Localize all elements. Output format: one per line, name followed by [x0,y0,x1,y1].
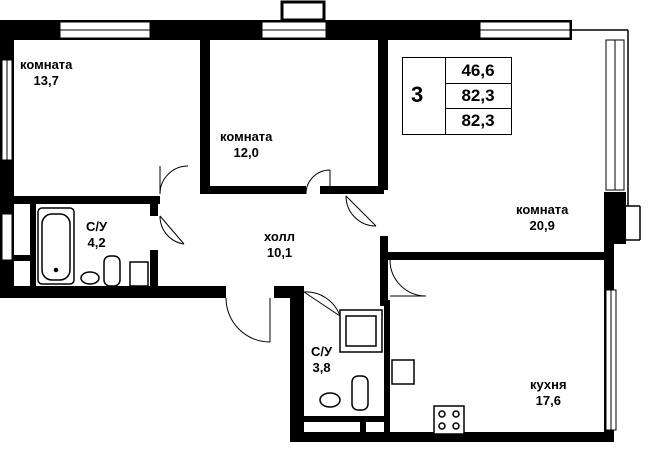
total-area: 82,3 [445,83,511,109]
summary-divider [445,58,446,134]
room-3-label: комната 20,9 [516,202,568,234]
kitchen-name: кухня [530,377,567,392]
bath1-fixtures [37,207,149,287]
area-summary-box: 3 46,6 82,3 82,3 [402,57,512,135]
bath-2-area: 3,8 [312,360,331,375]
room-3-area: 20,9 [529,218,555,233]
room-1-label: комната 13,7 [20,57,72,89]
kitchen-stove [433,405,465,435]
room-2-area: 12,0 [233,145,259,160]
kitchen-label: кухня 17,6 [530,377,567,409]
walls [0,20,626,442]
bath2-fixtures [319,309,415,411]
living-area: 46,6 [445,58,511,84]
windows [1,21,625,431]
room-1-name: комната [20,57,73,72]
hall-label: холл 10,1 [264,229,295,261]
doors [159,165,427,343]
total-area-with-balcony: 82,3 [461,111,495,130]
kitchen-area: 17,6 [535,393,561,408]
room-1-area: 13,7 [33,73,59,88]
hall-area: 10,1 [266,245,293,260]
bath-1-label: С/У 4,2 [86,219,107,251]
room-2-name: комната [220,129,273,144]
loggia-frame [572,29,641,241]
rooms-count: 3 [411,82,424,107]
bath-2-label: С/У 3,8 [311,344,332,376]
room-3-name: комната [516,202,569,217]
bath-1-name: С/У [86,219,108,234]
bath-1-area: 4,2 [87,235,106,250]
bath-2-name: С/У [311,344,333,359]
room-2-label: комната 12,0 [220,129,272,161]
vent-box [280,0,326,22]
hall-name: холл [264,229,296,244]
